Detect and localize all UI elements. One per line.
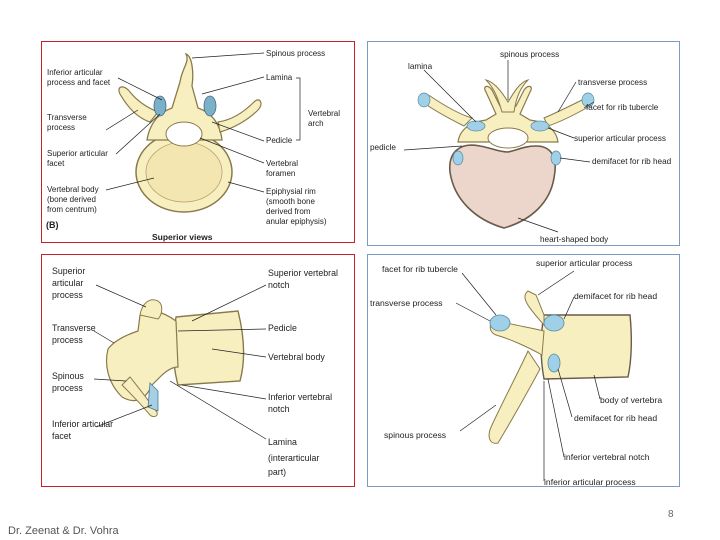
label-inferior-facet-2: facet (52, 431, 72, 441)
label-superior-articular-2: facet (47, 159, 65, 168)
label-vertebral-body-2: (bone derived (47, 195, 96, 204)
left-transverse-process-shape (119, 87, 158, 122)
label-epiphysial-rim-3: derived from (266, 207, 311, 216)
label-spinous-lateral-2: process (52, 383, 83, 393)
label-inferior-notch-2: notch (268, 404, 290, 414)
label-transverse-1: Transverse (47, 113, 87, 122)
lateral-posterior-shape (107, 311, 178, 401)
author-credit: Dr. Zeenat & Dr. Vohra (8, 525, 119, 537)
label-transverse-lateral-right: transverse process (370, 298, 443, 308)
label-superior-notch-2: notch (268, 280, 290, 290)
label-spinous-lateral-1: Spinous (52, 371, 84, 381)
label-vertebral-body-1: Vertebral body (47, 185, 99, 194)
thoracic-superior-illustration: spinous process lamina transverse proces… (368, 42, 681, 247)
label-lamina: Lamina (266, 73, 293, 82)
label-superior-articular-1: Superior articular (47, 149, 108, 158)
label-vertebral-arch-2: arch (308, 119, 324, 128)
label-superior-articular-lateral-1: Superior (52, 266, 85, 276)
label-spinous-process-right: spinous process (500, 50, 559, 59)
label-lamina-lateral-3: part) (268, 467, 286, 477)
label-superior-articular-lateral-right: superior articular process (536, 258, 632, 268)
label-superior-articular-lateral-3: process (52, 290, 83, 300)
demifacet-top-lateral (544, 315, 564, 331)
label-inferior-notch-lateral-right: inferior vertebral notch (564, 452, 650, 462)
label-superior-notch-1: Superior vertebral (268, 268, 338, 278)
label-lamina-lateral-2: (interarticular (268, 453, 319, 463)
label-inferior-facet-1: Inferior articular (52, 419, 113, 429)
lateral-view-illustration: Superior articular process Superior vert… (42, 255, 356, 488)
label-lamina-right: lamina (408, 62, 433, 71)
left-superior-articular-facet (467, 121, 485, 131)
label-lamina-lateral-1: Lamina (268, 437, 297, 447)
right-superior-facet-shape (204, 96, 216, 116)
right-superior-articular-facet (531, 121, 549, 131)
epiphysial-rim-shape (146, 142, 222, 202)
right-transverse-process-shape (218, 100, 261, 132)
label-spinous-process: Spinous process (266, 49, 325, 58)
lateral-body-shape (173, 311, 243, 385)
caption-superior-views: Superior views (152, 232, 213, 242)
label-superior-articular-right: superior articular process (574, 134, 666, 143)
label-transverse-lateral-2: process (52, 335, 83, 345)
rib-tubercle-facet-lateral (490, 315, 510, 331)
lateral-view-panel-left: Superior articular process Superior vert… (41, 254, 355, 487)
label-epiphysial-rim-1: Epiphysial rim (266, 187, 316, 196)
thoracic-lateral-illustration: facet for rib tubercle superior articula… (368, 255, 681, 488)
superior-view-panel-left: Spinous process Lamina Inferior articula… (41, 41, 355, 243)
label-superior-articular-lateral-2: articular (52, 278, 83, 288)
thoracic-foramen-shape (488, 128, 528, 148)
label-pedicle-lateral: Pedicle (268, 323, 297, 333)
label-transverse-2: process (47, 123, 75, 132)
label-vertebral-arch-1: Vertebral (308, 109, 340, 118)
label-vertebral-foramen-1: Vertebral (266, 159, 298, 168)
thoracic-superior-articular-shape (525, 291, 544, 325)
label-demifacet-top: demifacet for rib head (574, 291, 657, 301)
label-demifacet-bottom: demifacet for rib head (574, 413, 657, 423)
label-vertebral-foramen-2: foramen (266, 169, 295, 178)
label-epiphysial-rim-2: (smooth bone (266, 197, 315, 206)
label-transverse-lateral-1: Transverse (52, 323, 96, 333)
label-transverse-process-right: transverse process (578, 78, 647, 87)
label-spinous-lateral-right: spinous process (384, 430, 446, 440)
label-inferior-articular-1: Inferior articular (47, 68, 103, 77)
lateral-superior-articular-shape (140, 300, 162, 319)
heart-shaped-body-shape (450, 145, 555, 228)
label-body-of-vertebra: body of vertebra (600, 395, 662, 405)
label-heart-shaped-body: heart-shaped body (540, 235, 609, 244)
lateral-inferior-facet-shape (148, 383, 158, 411)
label-facet-rib-tubercle-right: facet for rib tubercle (586, 103, 659, 112)
label-inferior-articular-lateral-right: inferior articular process (544, 477, 636, 487)
label-inferior-notch-1: Inferior vertebral (268, 392, 332, 402)
label-demifacet-right: demifacet for rib head (592, 157, 672, 166)
label-vertebral-body-3: from centrum) (47, 205, 97, 214)
lateral-view-panel-right: facet for rib tubercle superior articula… (367, 254, 680, 487)
right-demifacet (551, 151, 561, 165)
superior-view-illustration: Spinous process Lamina Inferior articula… (42, 42, 356, 244)
label-inferior-articular-2: process and facet (47, 78, 111, 87)
left-rib-tubercle-facet (418, 93, 430, 107)
superior-view-panel-right: spinous process lamina transverse proces… (367, 41, 680, 246)
vertebral-foramen-shape (166, 122, 202, 146)
thoracic-spinous-shape-lateral (489, 351, 540, 443)
label-vertebral-body-lateral: Vertebral body (268, 352, 325, 362)
label-epiphysial-rim-4: anular epiphysis) (266, 217, 327, 226)
label-facet-rib-tubercle-lateral: facet for rib tubercle (382, 264, 458, 274)
label-pedicle-right: pedicle (370, 143, 396, 152)
label-pedicle: Pedicle (266, 136, 293, 145)
left-demifacet (453, 151, 463, 165)
figure-tag: (B) (46, 220, 59, 230)
page-number: 8 (668, 509, 674, 520)
